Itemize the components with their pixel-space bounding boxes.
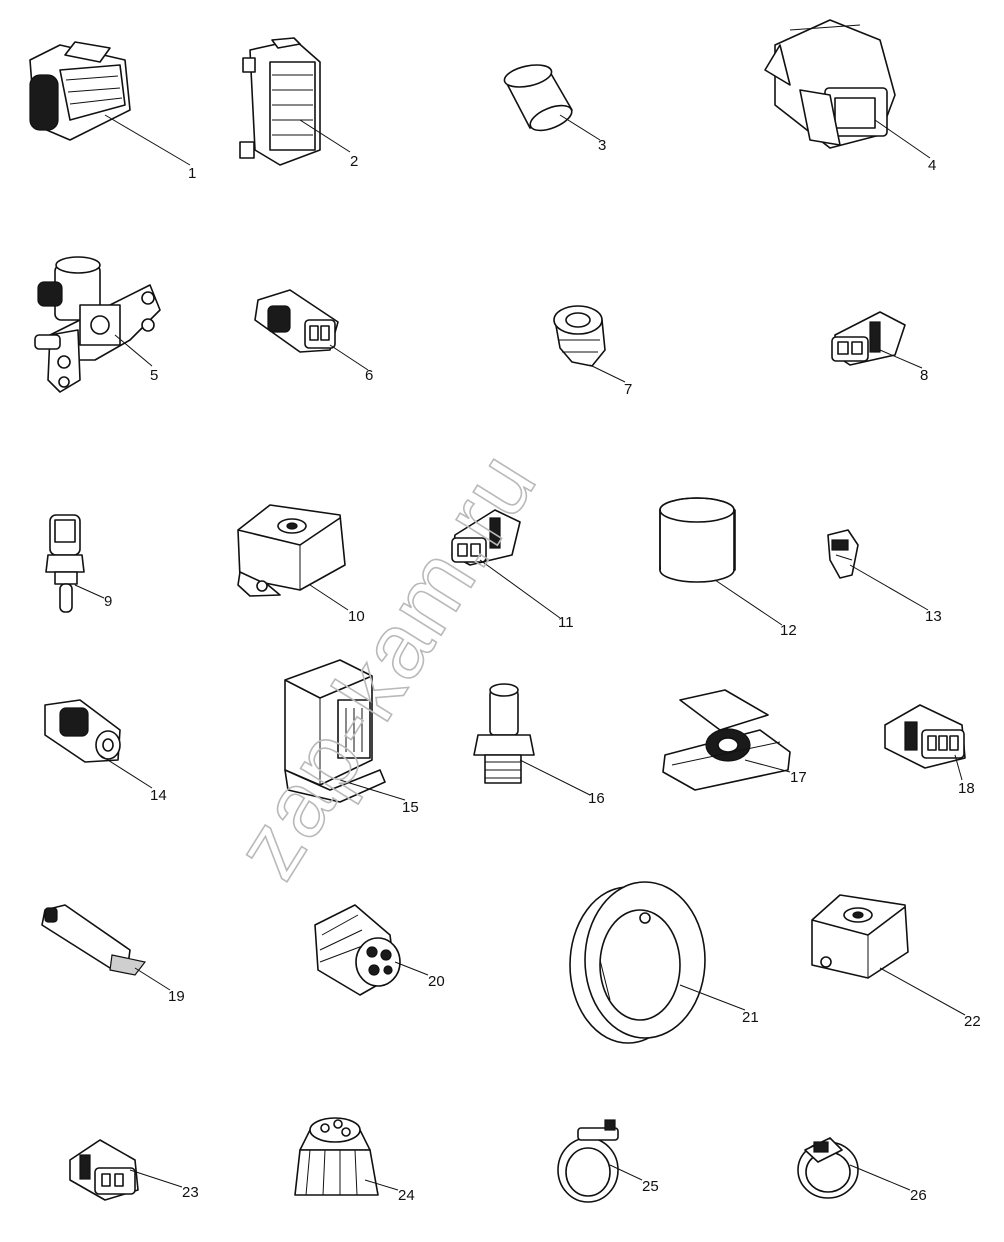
callout-labels: 1 2 3 4 5 6 7 8 9 10 11 12 13 14 15 16 1… bbox=[104, 137, 981, 1204]
callout-9: 9 bbox=[104, 593, 112, 610]
callout-26: 26 bbox=[910, 1187, 927, 1204]
part-18-connector bbox=[884, 704, 966, 769]
callout-8: 8 bbox=[920, 367, 928, 384]
part-23-connector bbox=[69, 1139, 139, 1201]
part-7-round-connector bbox=[553, 305, 606, 367]
part-12-sleeve bbox=[659, 497, 736, 583]
part-26-clamp bbox=[797, 1137, 859, 1199]
callout-14: 14 bbox=[150, 787, 167, 804]
watermark-text: zap-kam.ru bbox=[215, 434, 556, 895]
part-15-relay bbox=[284, 659, 386, 803]
callout-4: 4 bbox=[928, 157, 936, 174]
part-9-sensor bbox=[45, 514, 85, 613]
callout-3: 3 bbox=[598, 137, 606, 154]
callout-11: 11 bbox=[558, 614, 574, 631]
callout-20: 20 bbox=[428, 973, 445, 990]
part-16-fitting bbox=[473, 683, 535, 784]
part-10-coil bbox=[237, 504, 346, 597]
callout-25: 25 bbox=[642, 1178, 659, 1195]
callout-17: 17 bbox=[790, 769, 807, 786]
callout-22: 22 bbox=[964, 1013, 981, 1030]
callout-10: 10 bbox=[348, 608, 365, 625]
part-25-clamp bbox=[557, 1119, 619, 1203]
callout-23: 23 bbox=[182, 1184, 199, 1201]
callout-7: 7 bbox=[624, 381, 632, 398]
part-2-housing bbox=[239, 37, 321, 166]
callout-15: 15 bbox=[402, 799, 419, 816]
part-13-terminal bbox=[827, 529, 859, 579]
part-17-carrier bbox=[662, 689, 791, 791]
part-6-connector bbox=[254, 289, 339, 353]
callout-21: 21 bbox=[742, 1009, 759, 1026]
part-3-sleeve bbox=[503, 64, 573, 132]
callout-1: 1 bbox=[188, 165, 196, 182]
callout-16: 16 bbox=[588, 790, 605, 807]
part-20-round-connector bbox=[314, 904, 401, 996]
callout-13: 13 bbox=[925, 608, 942, 625]
callout-12: 12 bbox=[780, 622, 797, 639]
callout-6: 6 bbox=[365, 367, 373, 384]
callout-2: 2 bbox=[350, 153, 358, 170]
part-11-connector bbox=[451, 509, 521, 566]
part-22-coil bbox=[811, 894, 909, 979]
part-4-housing bbox=[764, 19, 896, 149]
leader-lines bbox=[74, 114, 966, 1191]
callout-24: 24 bbox=[398, 1187, 415, 1204]
callout-19: 19 bbox=[168, 988, 185, 1005]
part-8-connector bbox=[831, 311, 906, 366]
part-1-connector bbox=[29, 41, 131, 141]
part-24-plug bbox=[294, 1117, 379, 1196]
part-14-connector bbox=[44, 699, 121, 763]
part-19-terminal bbox=[41, 904, 147, 976]
callout-5: 5 bbox=[150, 367, 158, 384]
callout-18: 18 bbox=[958, 780, 975, 797]
part-5-valve-bracket bbox=[34, 256, 161, 393]
part-21-bushing bbox=[569, 881, 706, 1044]
